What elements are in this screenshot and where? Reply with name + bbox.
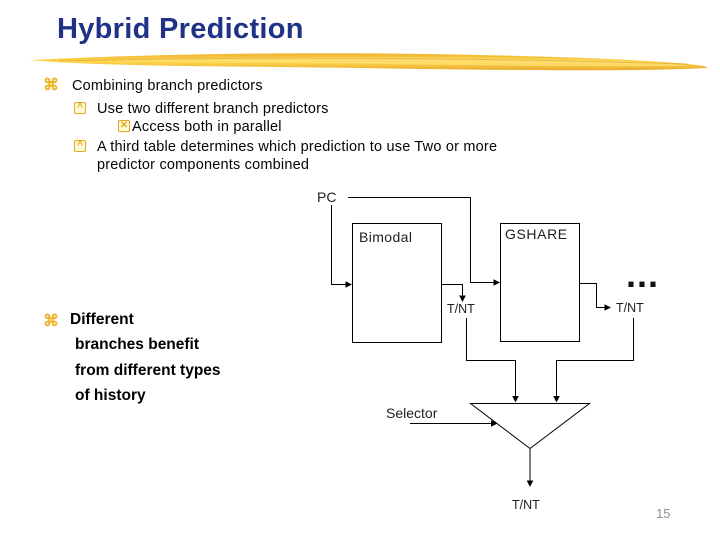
arrowhead-gshare-tnt: [604, 304, 611, 311]
tnt-label-right: T/NT: [616, 301, 644, 315]
side-note: Different branches benefit from differen…: [70, 307, 221, 409]
arrowhead-into-gshare: [493, 279, 500, 286]
arrowhead-bimodal-tnt: [459, 295, 466, 302]
side-note-line-2: branches benefit: [75, 336, 200, 354]
right-tnt-to-mux-line: [556, 318, 634, 396]
selector-label: Selector: [386, 405, 438, 421]
caret-glyph: ^: [77, 102, 83, 113]
arrowhead-left-into-mux: [512, 396, 519, 403]
x-glyph: ✕: [119, 120, 129, 131]
bullet-text-3: Access both in parallel: [132, 119, 282, 135]
page-title: Hybrid Prediction: [57, 13, 304, 45]
bimodal-label: Bimodal: [359, 229, 413, 245]
side-note-line-1: Different: [70, 311, 134, 328]
command-bullet-icon: ⌘: [43, 313, 59, 330]
side-note-line-4: of history: [75, 387, 146, 405]
side-note-line-3: from different types: [75, 361, 221, 379]
left-tnt-to-mux-line: [466, 318, 516, 396]
arrowhead-mux-output: [526, 480, 534, 487]
bimodal-box: [352, 223, 442, 343]
arrowhead-selector: [491, 420, 498, 427]
gshare-box: [500, 223, 580, 342]
gshare-output-line: [579, 283, 605, 308]
mux-triangle: [469, 403, 591, 450]
gshare-label: GSHARE: [505, 226, 568, 242]
bullet-item-2: ^ Use two different branch predictors: [74, 101, 329, 118]
brush-streak-shape: [57, 57, 689, 65]
bullet-item-4: ^ A third table determines which predict…: [74, 139, 497, 174]
bullet-text-2: Use two different branch predictors: [97, 101, 329, 117]
title-underline-brush: [30, 53, 708, 71]
pc-to-gshare-line: [348, 197, 494, 283]
bullet-item-1: ⌘ Combining branch predictors: [43, 78, 263, 95]
x-box-bullet-icon: ✕: [118, 120, 130, 132]
brush-highlight-shape: [88, 57, 688, 67]
more-predictors-ellipsis: ...: [626, 254, 660, 295]
bullet-text-1: Combining branch predictors: [72, 78, 263, 94]
arrowhead-right-into-mux: [553, 396, 560, 403]
tnt-label-left: T/NT: [447, 302, 475, 316]
command-bullet-icon: ⌘: [43, 77, 59, 94]
caret-box-bullet-icon: ^: [74, 140, 86, 152]
caret-glyph: ^: [77, 140, 83, 151]
tnt-label-bottom: T/NT: [512, 498, 540, 512]
arrowhead-into-bimodal: [345, 281, 352, 288]
bullet-text-4-line-2: predictor components combined: [97, 156, 310, 173]
caret-box-bullet-icon: ^: [74, 102, 86, 114]
pc-to-bimodal-line: [331, 205, 346, 285]
bullet-item-3: ✕ Access both in parallel: [118, 119, 282, 136]
bimodal-output-line: [441, 284, 463, 296]
pc-label: PC: [317, 189, 337, 205]
page-number: 15: [656, 506, 671, 521]
bullet-text-4-line-1: A third table determines which predictio…: [97, 139, 498, 155]
